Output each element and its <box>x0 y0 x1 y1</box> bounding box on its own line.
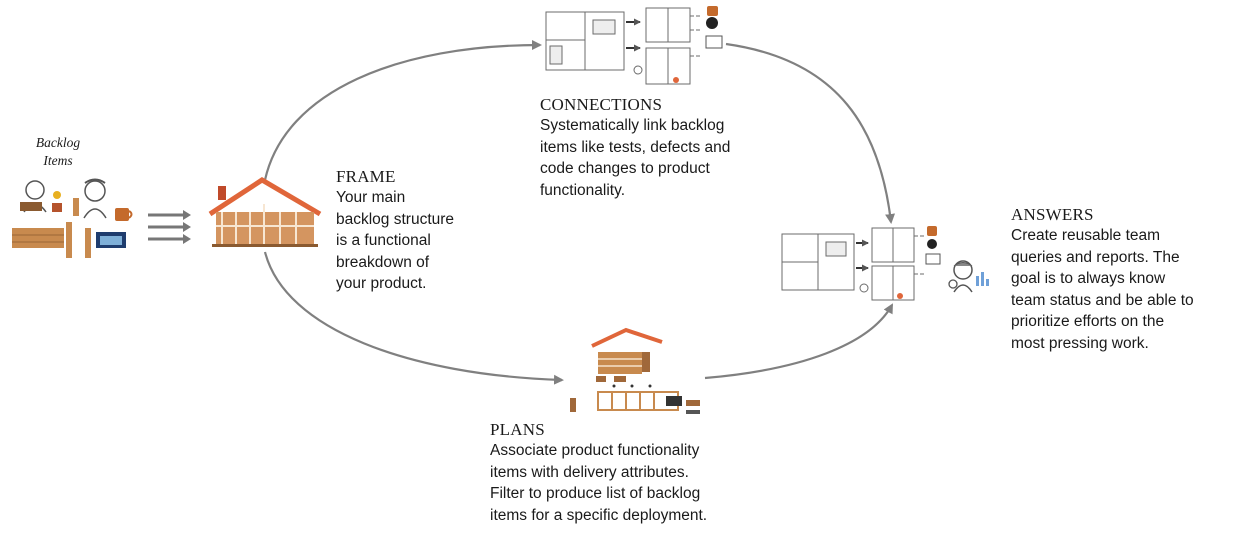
plans-block: PLANS Associate product functionality it… <box>490 420 760 526</box>
connections-block: CONNECTIONS Systematically link backlog … <box>540 95 780 201</box>
arrow-frame-to-plans <box>263 251 564 385</box>
frame-title: FRAME <box>336 167 396 186</box>
answers-icons-stack <box>925 226 941 265</box>
frame-description: Your main backlog structure is a functio… <box>336 189 455 292</box>
triple-arrow-icon <box>148 210 191 244</box>
answers-description: Create reusable team queries and reports… <box>1011 227 1194 352</box>
frame-block: FRAME Your main backlog structure is a f… <box>336 167 506 295</box>
plans-description: Associate product functionality items wi… <box>490 442 708 524</box>
connections-title: CONNECTIONS <box>540 95 663 114</box>
person-with-magnifier-icon <box>948 260 989 293</box>
plans-house-breakdown-icon <box>570 327 700 414</box>
backlog-items-label: Backlog Items <box>35 135 81 168</box>
answers-floorplan-icon <box>781 227 926 301</box>
connections-floorplan-icon <box>545 7 702 85</box>
connections-description: Systematically link backlog items like t… <box>540 117 731 199</box>
plans-title: PLANS <box>490 420 545 439</box>
frame-house-icon <box>208 177 322 247</box>
answers-block: ANSWERS Create reusable team queries and… <box>1011 205 1247 354</box>
arrow-connections-to-answers <box>725 42 896 224</box>
connections-icons-stack <box>705 6 723 49</box>
backlog-items-icon <box>12 178 133 258</box>
answers-title: ANSWERS <box>1011 205 1094 224</box>
arrow-frame-to-connections <box>263 40 542 181</box>
arrow-plans-to-answers <box>704 303 893 380</box>
